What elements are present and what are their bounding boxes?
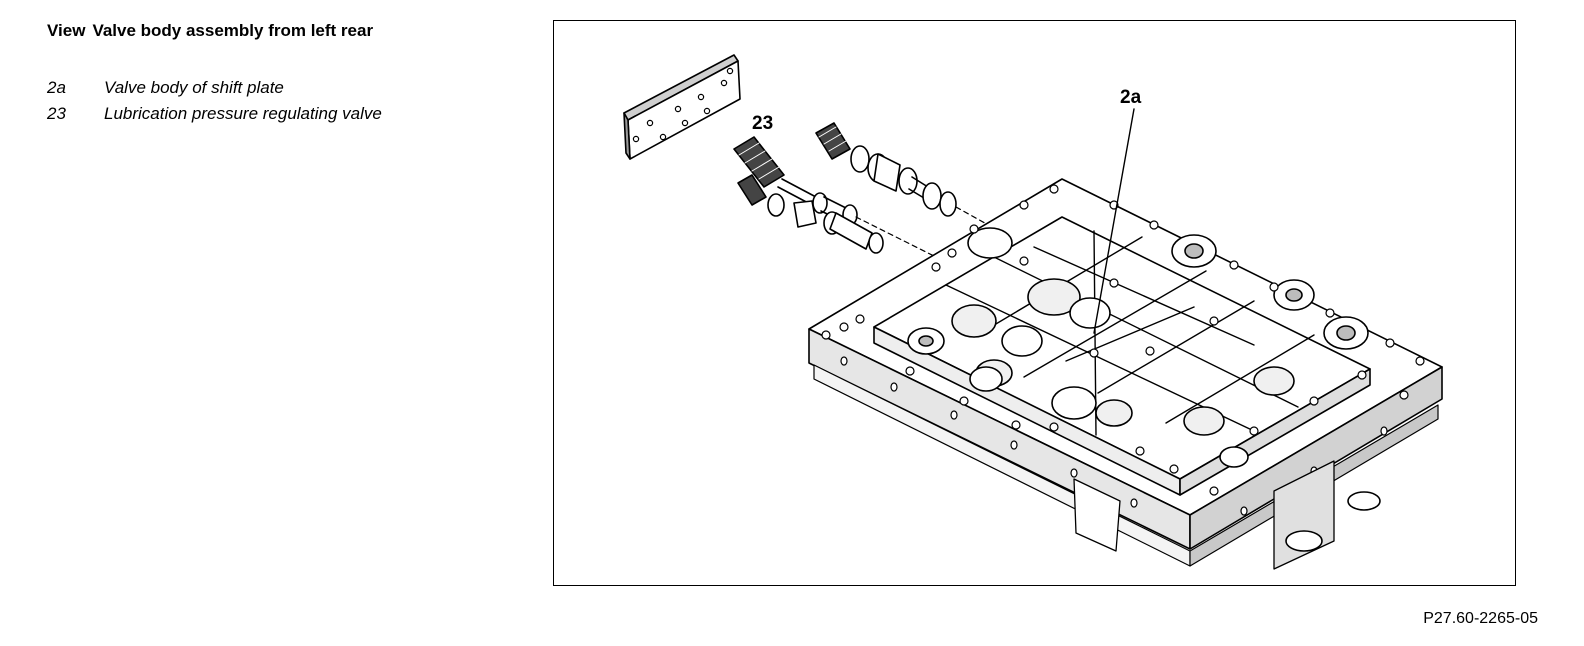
parts-legend: 2a Valve body of shift plate 23 Lubricat… <box>47 75 382 127</box>
side-holes <box>840 356 1388 516</box>
bolt-holes <box>821 184 1425 496</box>
legend-item: 23 Lubrication pressure regulating valve <box>47 101 382 127</box>
upper-spool <box>815 122 957 217</box>
legend-label: Lubrication pressure regulating valve <box>104 104 382 123</box>
valve-body-drawing <box>808 178 1443 570</box>
page-title: View Valve body assembly from left rear <box>47 21 373 41</box>
valve-spools-drawing <box>733 122 993 262</box>
legend-key: 2a <box>47 78 66 97</box>
callout-2a: 2a <box>1093 87 1142 334</box>
legend-label: Valve body of shift plate <box>104 78 284 97</box>
view-label: View <box>47 21 86 40</box>
view-title: Valve body assembly from left rear <box>92 21 374 40</box>
legend-key: 23 <box>47 104 66 123</box>
lower-spool <box>737 174 884 254</box>
figure-frame: 2a 23 <box>553 20 1516 586</box>
valve-body-illustration: 2a 23 <box>623 54 1443 570</box>
callout-2a-label: 2a <box>1120 87 1142 108</box>
figure-reference-id: P27.60-2265-05 <box>1423 610 1538 627</box>
callout-23-label: 23 <box>752 113 773 134</box>
valve-bores <box>907 227 1369 468</box>
separator-plate-drawing <box>623 54 741 160</box>
callout-23: 23 <box>752 113 773 134</box>
legend-item: 2a Valve body of shift plate <box>47 75 382 101</box>
